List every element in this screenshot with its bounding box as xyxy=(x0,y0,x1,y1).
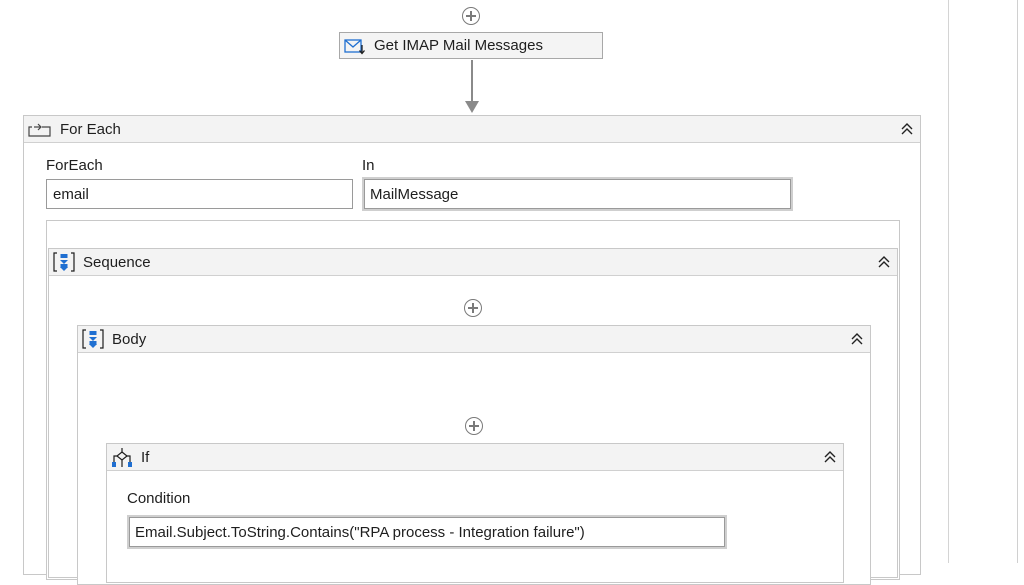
sequence-icon xyxy=(53,252,75,272)
collapse-icon[interactable] xyxy=(876,254,892,270)
foreach-icon xyxy=(28,121,52,137)
add-activity-icon[interactable] xyxy=(465,417,483,435)
add-activity-top-icon[interactable] xyxy=(462,7,480,25)
in-label: In xyxy=(362,157,375,174)
collapse-icon[interactable] xyxy=(899,121,915,137)
body-header[interactable]: Body xyxy=(78,326,870,353)
sequence-icon xyxy=(82,329,104,349)
panel-divider xyxy=(948,0,949,563)
foreach-activity[interactable]: For Each ForEach email In MailMessage xyxy=(23,115,921,585)
sequence-activity[interactable]: Sequence xyxy=(48,248,898,585)
connector-line xyxy=(471,60,473,103)
sequence-header[interactable]: Sequence xyxy=(49,249,897,276)
if-title: If xyxy=(141,448,150,466)
if-activity[interactable]: If Condition Email.Subject.ToString.Cont… xyxy=(106,443,844,583)
condition-input[interactable]: Email.Subject.ToString.Contains("RPA pro… xyxy=(127,515,727,549)
foreach-header[interactable]: For Each xyxy=(24,116,920,143)
foreach-variable-label: ForEach xyxy=(46,157,103,174)
body-activity[interactable]: Body xyxy=(77,325,871,585)
collapse-icon[interactable] xyxy=(822,449,838,465)
connector-arrow-icon xyxy=(465,101,479,113)
add-activity-icon[interactable] xyxy=(464,299,482,317)
vertical-scrollbar[interactable] xyxy=(1017,0,1024,563)
activity-label: Get IMAP Mail Messages xyxy=(374,37,543,54)
side-panel xyxy=(949,0,1024,563)
foreach-title: For Each xyxy=(60,120,121,138)
condition-label: Condition xyxy=(127,490,191,507)
sequence-title: Sequence xyxy=(83,253,151,271)
mail-download-icon xyxy=(344,37,366,55)
workflow-designer-canvas: Get IMAP Mail Messages For Each ForEach … xyxy=(23,7,921,585)
in-collection-input[interactable]: MailMessage xyxy=(362,177,793,211)
foreach-variable-input[interactable]: email xyxy=(46,179,353,209)
body-title: Body xyxy=(112,330,147,348)
if-icon xyxy=(111,446,133,468)
get-imap-mail-messages-activity[interactable]: Get IMAP Mail Messages xyxy=(339,32,603,59)
collapse-icon[interactable] xyxy=(849,331,865,347)
if-header[interactable]: If xyxy=(107,444,843,471)
foreach-body-area: Sequence xyxy=(46,220,900,585)
